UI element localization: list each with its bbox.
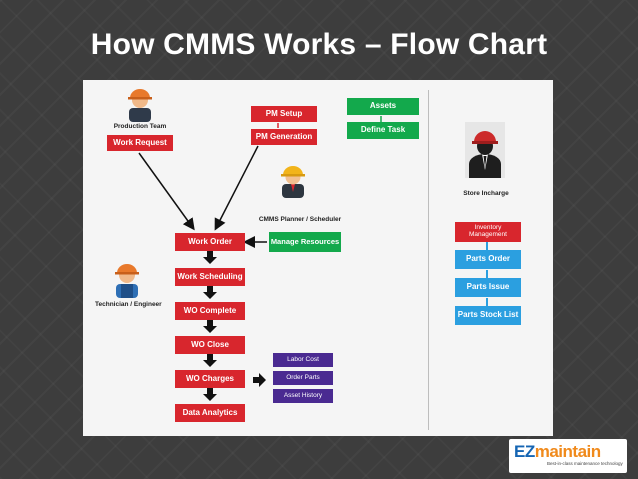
technician-icon — [115, 264, 139, 298]
arrow-request-to-order — [138, 152, 195, 231]
pm-setup-box: PM Setup — [251, 106, 317, 122]
planner-label: CMMS Planner / Scheduler — [258, 216, 342, 223]
assets-box: Assets — [347, 98, 419, 115]
work-scheduling-box: Work Scheduling — [175, 268, 245, 286]
parts-issue-box: Parts Issue — [455, 278, 521, 297]
wo-complete-box: WO Complete — [175, 302, 245, 320]
page-title: How CMMS Works – Flow Chart — [90, 28, 548, 61]
logo-wordmark: EZmaintain — [514, 442, 601, 462]
work-order-box: Work Order — [175, 233, 245, 251]
planner-icon — [281, 166, 305, 198]
store-incharge-icon — [465, 122, 505, 178]
wo-close-box: WO Close — [175, 336, 245, 354]
connector-lines — [138, 116, 488, 401]
parts-order-box: Parts Order — [455, 250, 521, 269]
logo-tagline: Best-in-class maintenance technology — [547, 461, 623, 466]
data-analytics-box: Data Analytics — [175, 404, 245, 422]
manage-resources-box: Manage Resources — [269, 232, 341, 252]
flow-chart: Production Team Work Request PM Setup PM… — [83, 80, 553, 436]
labor-cost-box: Labor Cost — [273, 353, 333, 367]
section-divider — [428, 90, 429, 430]
flow-arrow-3 — [203, 320, 217, 333]
parts-stock-list-box: Parts Stock List — [455, 306, 521, 325]
technician-label: Technician / Engineer — [95, 301, 162, 308]
flow-arrow-4 — [203, 354, 217, 367]
flow-arrow-2 — [203, 286, 217, 299]
flow-arrow-5 — [203, 388, 217, 401]
order-parts-box: Order Parts — [273, 371, 333, 385]
work-request-box: Work Request — [107, 135, 173, 151]
asset-history-box: Asset History — [273, 389, 333, 403]
pm-generation-box: PM Generation — [251, 129, 317, 145]
flow-arrow-1 — [203, 251, 217, 264]
arrow-charges-to-subitems — [253, 373, 266, 387]
wo-charges-box: WO Charges — [175, 370, 245, 388]
store-incharge-label: Store Incharge — [463, 190, 509, 197]
production-worker-icon — [128, 89, 152, 122]
production-team-label: Production Team — [113, 123, 167, 130]
logo-ez-part: EZ — [514, 442, 535, 461]
inventory-management-box: Inventory Management — [455, 222, 521, 242]
vertical-flow-arrows — [203, 251, 217, 401]
define-task-box: Define Task — [347, 122, 419, 139]
ezmaintain-logo: EZmaintain Best-in-class maintenance tec… — [509, 439, 627, 473]
logo-maintain-part: maintain — [534, 442, 601, 461]
arrow-pm-to-order — [214, 145, 259, 231]
